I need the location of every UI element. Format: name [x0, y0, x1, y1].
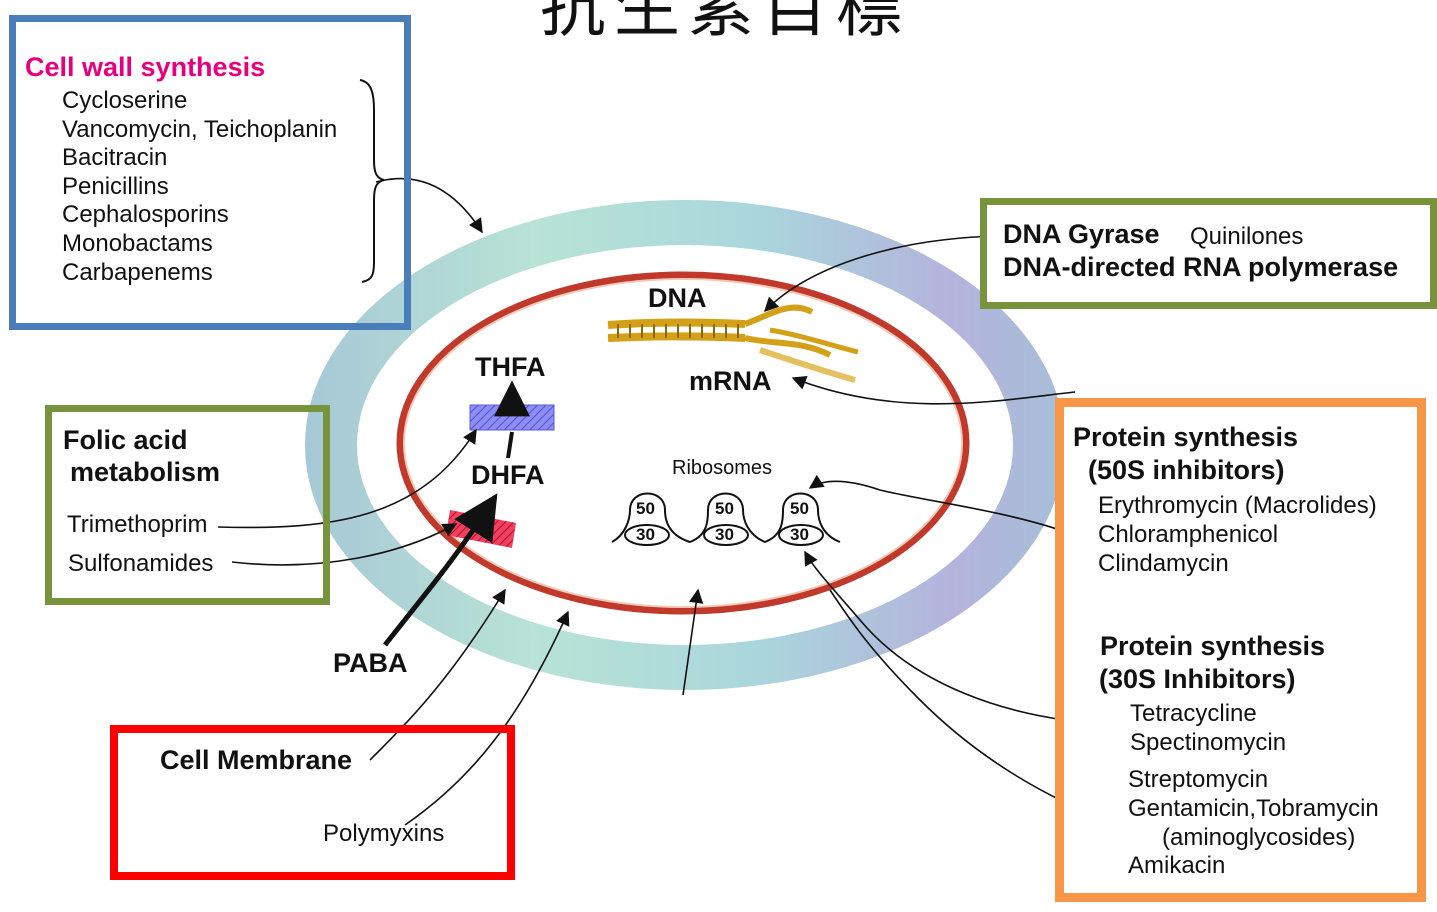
protein30-drug-class: (aminoglycosides): [1162, 824, 1356, 851]
cell-wall-box: [9, 15, 411, 330]
cell-wall-heading: Cell wall synthesis: [25, 52, 266, 82]
dna-gyrase-label: DNA Gyrase: [1003, 219, 1160, 249]
dna-gyrase-connector: [763, 235, 1001, 313]
cell-wall-connector: [375, 177, 483, 234]
folic-acid-box: [45, 405, 330, 605]
cell-wall-drug: Vancomycin, Teichoplanin: [62, 116, 338, 143]
folic-heading: Folic acid: [63, 425, 188, 455]
dna-label: DNA: [648, 283, 707, 313]
membrane-drug-polymyxins: Polymyxins: [323, 820, 445, 847]
rna-polymerase-label: DNA-directed RNA polymerase: [1003, 252, 1399, 282]
folic-drug-trimethoprim: Trimethoprim: [67, 511, 208, 538]
folic-drug-sulfonamides: Sulfonamides: [68, 550, 214, 577]
protein50-heading: Protein synthesis: [1073, 422, 1299, 452]
dna-box: [980, 198, 1437, 309]
protein50-drug: Chloramphenicol: [1098, 521, 1279, 548]
protein30-drug: Tetracycline: [1130, 700, 1257, 727]
mrna-label: mRNA: [689, 366, 772, 396]
folic-heading: metabolism: [70, 457, 221, 487]
dhfa-label: DHFA: [471, 460, 545, 490]
protein30-drug: Spectinomycin: [1130, 729, 1287, 756]
ribosome-large-label: 50: [636, 499, 655, 518]
membrane-connector-b: [404, 610, 570, 826]
cell-wall-drug: Carbapenems: [62, 259, 213, 286]
membrane-connector-a: [369, 588, 506, 761]
ribosome-large-label: 50: [715, 499, 734, 518]
cell-membrane-box: [110, 725, 515, 880]
cell-wall-brace: [359, 79, 385, 283]
protein30-heading: Protein synthesis: [1100, 631, 1326, 661]
cell-wall-drug: Cycloserine: [62, 87, 188, 114]
ribosome-small-label: 30: [790, 525, 809, 544]
protein50-drug: Erythromycin (Macrolides): [1098, 492, 1377, 519]
protein30-heading: (30S Inhibitors): [1099, 664, 1296, 694]
cell-wall-drug: Penicillins: [62, 173, 169, 200]
cell-wall-drug: Bacitracin: [62, 144, 168, 171]
thfa-label: THFA: [475, 352, 546, 382]
dna-gyrase-drug: Quinilones: [1190, 223, 1304, 250]
protein50-drug: Clindamycin: [1098, 550, 1229, 577]
rna-polymerase-connector: [791, 376, 1076, 405]
trimethoprim-connector: [217, 428, 477, 529]
protein-synthesis-box: [1055, 398, 1426, 902]
cell-membrane-ring: [396, 271, 970, 615]
dna-strand: [607, 304, 859, 383]
protein30-drug: Gentamicin,Tobramycin: [1128, 795, 1379, 822]
protein30-drug: Amikacin: [1128, 852, 1226, 879]
ribosome-small-label: 30: [715, 525, 734, 544]
sulfonamides-connector: [231, 523, 458, 566]
cell-wall-drug: Cephalosporins: [62, 201, 229, 228]
page-title: 抗生素目標: [540, 0, 910, 46]
paba-label: PABA: [333, 648, 408, 678]
ribosome-small-label: 30: [636, 525, 655, 544]
protein30-connector-a: [804, 550, 1121, 726]
membrane-connector-c: [682, 588, 704, 696]
ribosomes-group: [611, 492, 841, 546]
thfa-enzyme-block: [469, 404, 555, 431]
membrane-heading: Cell Membrane: [160, 745, 353, 775]
cell-wall-drug: Monobactams: [62, 230, 213, 257]
protein30-drug: Streptomycin: [1128, 766, 1269, 793]
ribosome-large-label: 50: [790, 499, 809, 518]
ribosomes-label: Ribosomes: [672, 457, 773, 479]
protein50-connector: [808, 474, 1061, 531]
protein50-heading: (50S inhibitors): [1088, 455, 1285, 485]
